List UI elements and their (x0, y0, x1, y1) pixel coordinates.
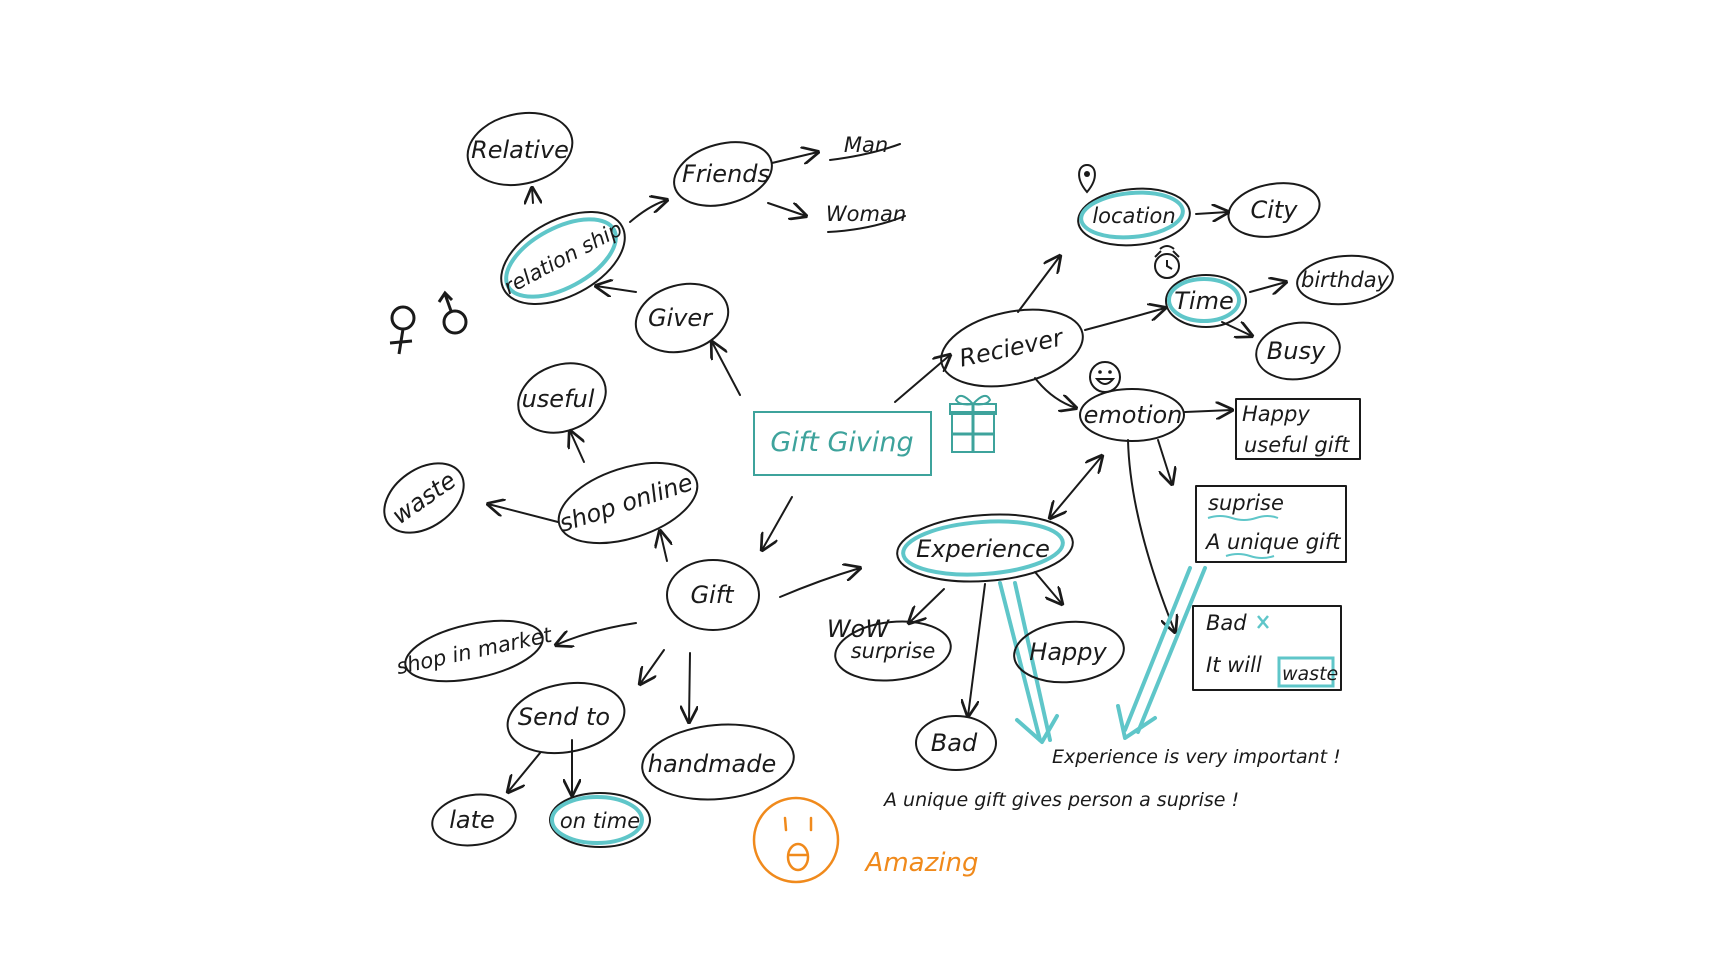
node-shop-in-market: shop in market (394, 619, 555, 683)
svg-text:birthday: birthday (1301, 268, 1390, 292)
node-late: late (431, 793, 517, 847)
node-gift: Gift (666, 559, 760, 631)
node-surprise: surprise (834, 620, 952, 682)
svg-text:City: City (1250, 196, 1298, 224)
svg-text:Send to: Send to (518, 703, 610, 731)
title-text: Gift Giving (770, 427, 913, 458)
highlight-arrows (998, 566, 1207, 744)
node-time: Time (1165, 274, 1247, 328)
svg-text:Happy: Happy (1029, 638, 1107, 666)
svg-text:useful gift: useful gift (1244, 433, 1350, 457)
svg-text:emotion: emotion (1084, 401, 1183, 429)
node-relative: Relative (466, 112, 574, 186)
amazing-label: Amazing (864, 848, 979, 878)
svg-text:It will: It will (1206, 653, 1262, 677)
svg-text:on time: on time (560, 809, 640, 833)
node-friends: Friends (673, 141, 773, 207)
woman-underline (827, 215, 906, 233)
svg-text:Time: Time (1174, 287, 1233, 315)
node-handmade: handmade (641, 723, 795, 801)
svg-text:Reciever: Reciever (957, 323, 1068, 373)
svg-text:late: late (449, 806, 495, 834)
title-box (753, 411, 932, 476)
node-giver: Giver (634, 282, 730, 354)
smiley-face-icon (1089, 361, 1121, 393)
svg-text:shop in market: shop in market (394, 623, 554, 680)
node-experience: Experience (896, 513, 1074, 583)
svg-text:Giver: Giver (648, 304, 714, 332)
svg-text:surprise: surprise (851, 639, 936, 663)
svg-text:shop online: shop online (556, 468, 696, 537)
node-birthday: birthday (1296, 254, 1394, 306)
note-experience-important: Experience is very important ! (1052, 746, 1341, 768)
female-symbol-icon (389, 305, 416, 355)
svg-text:Experience: Experience (916, 535, 1050, 563)
node-happy: Happy (1013, 620, 1125, 684)
location-pin-icon (1078, 163, 1096, 194)
center-title: Gift Giving (753, 411, 932, 476)
node-city: City (1227, 182, 1321, 238)
node-wow-label: WoW (827, 615, 890, 643)
node-busy: Busy (1255, 321, 1341, 381)
node-useful: useful (517, 362, 607, 434)
alarm-clock-icon (1154, 245, 1180, 279)
cross-mark-icon (1257, 615, 1269, 629)
node-reciever: Reciever (940, 308, 1084, 388)
connectors (488, 152, 1286, 795)
note-unique-gift: A unique gift gives person a suprise ! (882, 789, 1239, 811)
svg-text:Busy: Busy (1267, 337, 1326, 365)
svg-text:Gift: Gift (690, 581, 735, 609)
svg-text:Friends: Friends (682, 160, 770, 188)
svg-text:A unique gift: A unique gift (1204, 530, 1341, 554)
node-woman: Woman (826, 202, 906, 226)
man-underline (829, 143, 901, 161)
node-waste: waste (383, 462, 465, 534)
node-relationship: relation ship (500, 211, 626, 305)
surprised-face-icon (752, 796, 840, 884)
node-emotion: emotion (1079, 388, 1185, 442)
node-location: location (1077, 187, 1191, 247)
svg-text:suprise: suprise (1208, 491, 1284, 515)
box-happy-useful: Happy useful gift (1235, 398, 1361, 460)
svg-text:Bad: Bad (1206, 611, 1247, 635)
male-symbol-icon (437, 290, 468, 335)
svg-text:Happy: Happy (1242, 402, 1310, 426)
svg-text:location: location (1092, 204, 1175, 228)
svg-text:useful: useful (522, 385, 595, 413)
svg-text:Bad: Bad (931, 729, 978, 757)
node-send-to: Send to (506, 681, 626, 755)
box-bad-waste: Bad It will waste (1192, 605, 1342, 691)
node-shop-online: shop online (556, 461, 699, 545)
svg-text:waste: waste (1282, 663, 1338, 685)
gift-icon (949, 394, 997, 453)
node-bad: Bad (915, 715, 997, 771)
svg-text:Relative: Relative (471, 136, 569, 164)
svg-text:handmade: handmade (648, 750, 776, 778)
svg-text:waste: waste (387, 466, 461, 530)
node-on-time: on time (549, 792, 651, 848)
box-surprise-unique: suprise A unique gift (1195, 485, 1347, 563)
